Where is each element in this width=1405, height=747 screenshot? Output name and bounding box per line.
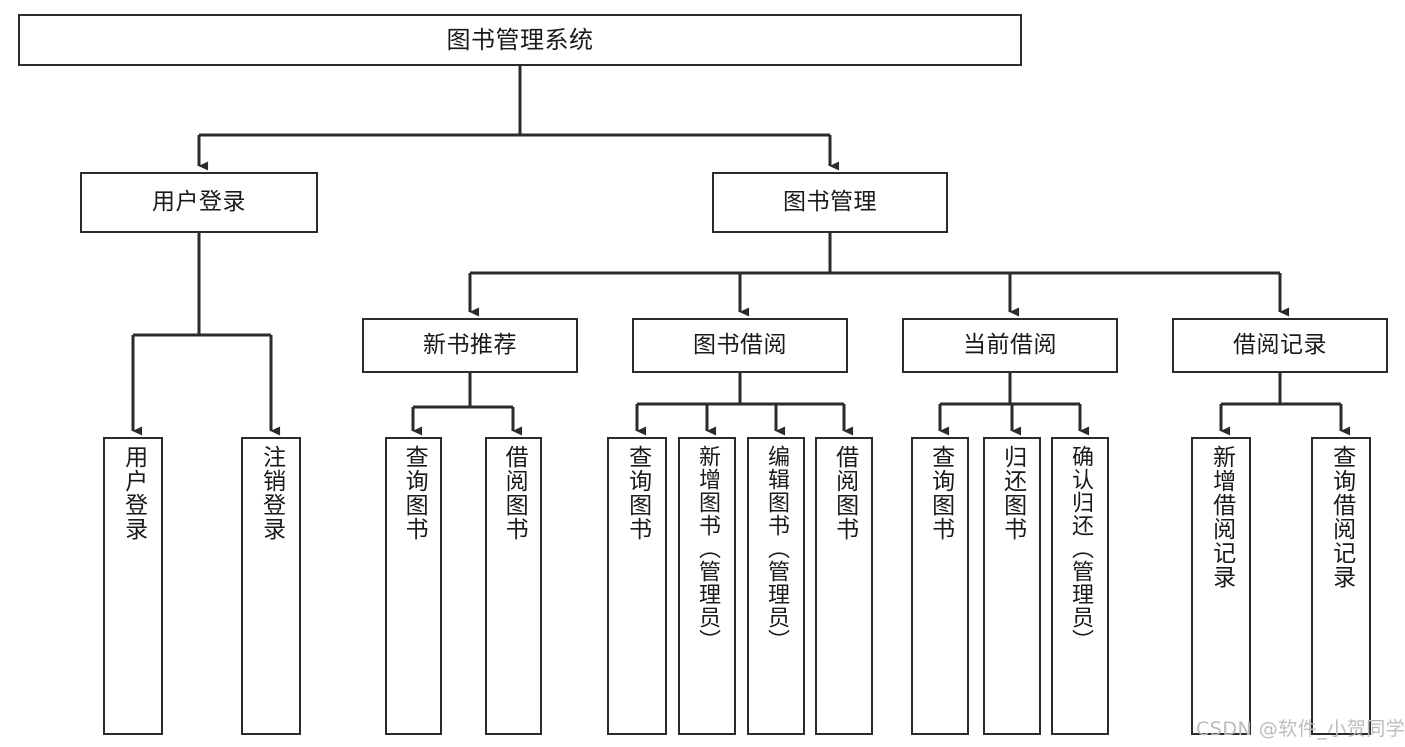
node-user-login[interactable]: 用户登录 — [80, 172, 318, 233]
leaf-user-login-label: 用户登录 — [120, 445, 147, 541]
leaf-logout-label: 注销登录 — [258, 445, 285, 541]
leaf-borrow-book-recommend-label: 借阅图书 — [501, 445, 528, 541]
node-borrow-record-label: 借阅记录 — [1233, 331, 1327, 358]
node-borrow-record[interactable]: 借阅记录 — [1172, 318, 1388, 373]
leaf-return-book[interactable]: 归还图书 — [983, 437, 1041, 735]
leaf-add-borrow-record-label: 新增借阅记录 — [1208, 445, 1235, 589]
leaf-edit-book-admin-label: 编辑图书（管理员） — [763, 445, 789, 652]
node-current-borrow[interactable]: 当前借阅 — [902, 318, 1118, 373]
leaf-query-book-borrow[interactable]: 查询图书 — [607, 437, 667, 735]
leaf-edit-book-admin[interactable]: 编辑图书（管理员） — [747, 437, 805, 735]
leaf-lend-book[interactable]: 借阅图书 — [815, 437, 873, 735]
node-new-book-recommend[interactable]: 新书推荐 — [362, 318, 578, 373]
leaf-user-login[interactable]: 用户登录 — [103, 437, 163, 735]
node-book-borrow[interactable]: 图书借阅 — [632, 318, 848, 373]
leaf-add-book-admin-label: 新增图书（管理员） — [694, 445, 720, 652]
leaf-query-book-current[interactable]: 查询图书 — [911, 437, 969, 735]
leaf-lend-book-label: 借阅图书 — [831, 445, 858, 541]
node-new-book-recommend-label: 新书推荐 — [423, 331, 517, 358]
leaf-query-book-recommend[interactable]: 查询图书 — [385, 437, 442, 735]
node-user-login-label: 用户登录 — [152, 188, 246, 215]
node-book-management-label: 图书管理 — [783, 188, 877, 215]
leaf-query-borrow-record[interactable]: 查询借阅记录 — [1311, 437, 1371, 735]
leaf-confirm-return-admin-label: 确认归还（管理员） — [1067, 445, 1093, 652]
leaf-query-book-current-label: 查询图书 — [927, 445, 954, 541]
leaf-query-book-recommend-label: 查询图书 — [401, 445, 428, 541]
leaf-query-book-borrow-label: 查询图书 — [624, 445, 651, 541]
node-current-borrow-label: 当前借阅 — [963, 331, 1057, 358]
leaf-add-borrow-record[interactable]: 新增借阅记录 — [1191, 437, 1251, 735]
csdn-watermark: CSDN @软件_小贺同学 — [1196, 718, 1405, 740]
leaf-add-book-admin[interactable]: 新增图书（管理员） — [678, 437, 736, 735]
leaf-confirm-return-admin[interactable]: 确认归还（管理员） — [1051, 437, 1109, 735]
node-book-management[interactable]: 图书管理 — [712, 172, 948, 233]
node-root[interactable]: 图书管理系统 — [18, 14, 1022, 66]
leaf-logout[interactable]: 注销登录 — [241, 437, 301, 735]
node-root-label: 图书管理系统 — [446, 25, 594, 54]
leaf-return-book-label: 归还图书 — [999, 445, 1026, 541]
leaf-query-borrow-record-label: 查询借阅记录 — [1328, 445, 1355, 589]
node-book-borrow-label: 图书借阅 — [693, 331, 787, 358]
leaf-borrow-book-recommend[interactable]: 借阅图书 — [485, 437, 542, 735]
